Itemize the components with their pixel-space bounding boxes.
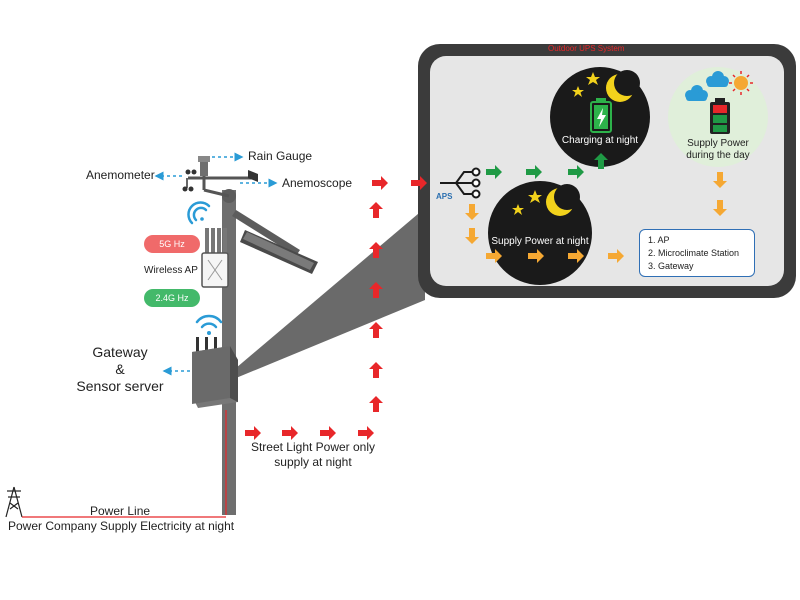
gateway-label-line1: Gateway: [92, 344, 148, 360]
red-flow-arrow: [282, 426, 298, 440]
red-flow-arrow: [369, 396, 383, 412]
orange-flow-arrow: [713, 200, 727, 216]
supply-night-label: Supply Power at night: [491, 236, 589, 247]
load-list-box: 1. AP 2. Microclimate Station 3. Gateway: [639, 229, 755, 277]
red-flow-arrow: [369, 322, 383, 338]
moon-icon: [546, 184, 580, 216]
charging-label: Charging at night: [561, 135, 639, 146]
orange-flow-arrow: [486, 249, 502, 263]
anemoscope-label: Anemoscope: [282, 176, 353, 190]
green-flow-arrow: [568, 165, 584, 179]
aps-label: APS: [436, 192, 453, 201]
red-flow-arrow: [369, 362, 383, 378]
load-item: 1. AP: [648, 235, 670, 245]
supply-day-label: Supply Power during the day: [670, 138, 766, 162]
supply-day-line1: Supply Power: [687, 138, 749, 149]
street-light-label: Street Light Power only supply at night: [238, 440, 388, 470]
wireless-ap-label: Wireless AP: [144, 265, 198, 276]
rain-gauge-label: Rain Gauge: [248, 149, 313, 163]
red-flow-arrow: [358, 426, 374, 440]
moon-icon: [606, 70, 640, 102]
wireless-ap-device: [201, 228, 229, 288]
street-light-line2: supply at night: [274, 455, 352, 469]
red-flow-arrow: [369, 282, 383, 298]
gateway-label-line2: &: [115, 361, 125, 377]
star-icon: [512, 204, 524, 215]
orange-flow-arrow: [608, 249, 624, 263]
red-flow-arrow: [411, 176, 427, 190]
sun-icon: [729, 71, 753, 95]
orange-flow-arrow: [568, 249, 584, 263]
green-flow-arrow: [594, 153, 608, 169]
load-item: 2. Microclimate Station: [648, 248, 740, 258]
star-icon: [528, 190, 542, 203]
gateway-label-line3: Sensor server: [76, 378, 164, 394]
red-flow-arrow: [372, 176, 388, 190]
red-flow-arrow: [369, 202, 383, 218]
supply-day-line2: during the day: [686, 150, 750, 161]
day-battery-icon: [710, 98, 730, 134]
power-company-label: Power Company Supply Electricity at nigh…: [8, 519, 235, 533]
cloud-icon: [685, 85, 708, 101]
gateway-box: [192, 337, 238, 408]
power-line-label: Power Line: [90, 504, 151, 518]
red-flow-arrow: [245, 426, 261, 440]
wifi-icon: [187, 201, 211, 225]
load-item: 3. Gateway: [648, 261, 694, 271]
red-flow-arrow: [320, 426, 336, 440]
charging-battery-icon: [590, 98, 612, 133]
orange-flow-arrow: [713, 172, 727, 188]
orange-flow-arrow: [465, 228, 479, 244]
green-flow-arrow: [486, 165, 502, 179]
band-24g-badge: 2.4G Hz: [144, 289, 200, 307]
wifi-icon: [195, 314, 223, 335]
power-tower-icon: [5, 486, 23, 518]
star-icon: [586, 72, 600, 85]
red-flow-arrow: [369, 242, 383, 258]
cloud-icon: [706, 71, 729, 87]
star-icon: [572, 86, 584, 97]
anemometer-label: Anemometer: [86, 168, 155, 182]
gateway-label: Gateway & Sensor server: [70, 344, 170, 395]
ups-title: Outdoor UPS System: [548, 44, 625, 53]
aps-splitter-icon: [440, 167, 481, 199]
orange-flow-arrow: [465, 204, 479, 220]
orange-flow-arrow: [528, 249, 544, 263]
street-light-line1: Street Light Power only: [250, 440, 376, 454]
green-flow-arrow: [526, 165, 542, 179]
band-5g-badge: 5G Hz: [144, 235, 200, 253]
weather-sensor-arm: [182, 156, 258, 198]
